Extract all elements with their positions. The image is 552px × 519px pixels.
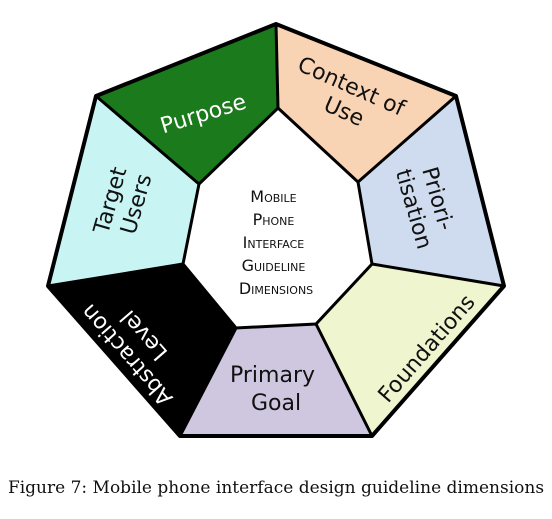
segment-primary-goal [180,324,372,436]
segment-dividers [47,23,505,437]
center-label: Mobile Phone Interface Guideline Dimensi… [239,187,313,298]
figure-caption: Figure 7: Mobile phone interface design … [7,478,545,498]
center-heptagon [181,105,374,330]
segment-foundations [316,264,504,436]
segment-abstraction-level [48,264,236,436]
segment-purpose [96,24,278,184]
outer-heptagon-border [46,22,506,438]
dimensions-diagram: Purpose Context of Use Priori- tisation … [46,22,506,438]
label-primary-goal: Primary Goal [230,363,322,416]
segment-context-of-use [276,24,456,182]
